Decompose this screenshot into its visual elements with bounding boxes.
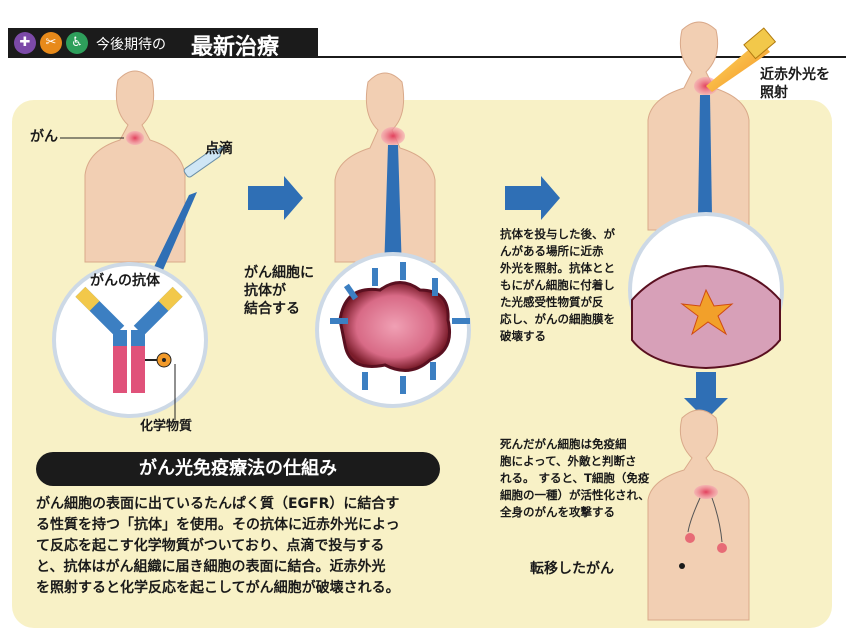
label-nir-line: 近赤外光を: [760, 67, 830, 83]
summary-line: がん細胞の表面に出ているたんぱく質（EGFR）に結合す: [36, 496, 400, 512]
summary-title: がん光免疫療法の仕組み: [36, 452, 440, 486]
metastasis-dot-3: [679, 563, 685, 569]
step4-line: 全身のがんを攻撃する: [500, 505, 615, 519]
metastasis-dot-2: [717, 543, 727, 553]
label-nir-line: 照射: [760, 85, 788, 101]
arrow-right-1: [248, 176, 303, 220]
summary-line: て反応を起こす化学物質がついており、点滴で投与する: [36, 538, 385, 554]
header-rule: [318, 56, 846, 58]
summary-line: と、抗体はがん組織に届き細胞の表面に結合。近赤外光: [36, 559, 386, 575]
summary-line: る性質を持つ「抗体」を使用。その抗体に近赤外光によっ: [36, 517, 400, 533]
label-antibody: がんの抗体: [90, 273, 160, 289]
label-binding: がん細胞に 抗体が 結合する: [244, 264, 314, 318]
step3-text: 抗体を投与した後、が んがある場所に近赤 外光を照射。抗体とと もにがん細胞に付…: [500, 226, 632, 345]
summary-text: がん細胞の表面に出ているたんぱく質（EGFR）に結合す る性質を持つ「抗体」を使…: [36, 494, 476, 599]
step3-line: 応し、がんの細胞膜を: [500, 312, 615, 326]
summary-line: を照射すると化学反応を起こしてがん細胞が破壊される。: [36, 580, 400, 596]
step4-line: 細胞の一種）が活性化され、: [500, 488, 650, 502]
label-metastasis: 転移したがん: [530, 561, 614, 577]
step4-line: 胞によって、外敵と判断さ: [500, 454, 637, 468]
tumor-neck-1: [126, 131, 144, 145]
arrow-right-2: [505, 176, 560, 220]
label-binding-line: 抗体が: [244, 283, 286, 299]
label-binding-line: 結合する: [244, 301, 300, 317]
label-cancer: がん: [30, 129, 58, 145]
step3-line: もにがん細胞に付着し: [500, 278, 615, 292]
header-subtitle: 今後期待の: [96, 37, 166, 53]
step3-line: 破壊する: [500, 329, 546, 343]
step3-line: た光感受性物質が反: [500, 295, 604, 309]
drip-icon: [183, 144, 227, 178]
cancer-cell: [338, 281, 451, 372]
body-figure-2: [334, 72, 436, 272]
nir-light-icon: [743, 27, 777, 60]
label-binding-line: がん細胞に: [244, 265, 314, 281]
arrow-down: [684, 372, 728, 420]
scissors-icon: ✂: [40, 32, 62, 54]
antibody-diagram: [75, 286, 183, 420]
label-chemical: 化学物質: [140, 419, 193, 434]
medicine-bag-icon: ✚: [14, 32, 36, 54]
burst-icon: [680, 288, 734, 336]
header-bar: ✚ ✂ ♿ 今後期待の 最新治療: [8, 28, 318, 60]
step4-text: 死んだがん細胞は免疫細 胞によって、外敵と判断さ れる。 すると、T細胞（免疫 …: [500, 436, 650, 521]
body-figure-3: [647, 21, 777, 231]
header-title: 最新治療: [191, 34, 280, 60]
label-drip: 点滴: [205, 141, 233, 157]
step3-line: 抗体を投与した後、が: [500, 227, 615, 241]
step4-line: れる。 すると、T細胞（免疫: [500, 471, 650, 485]
bound-antibodies: [330, 262, 470, 394]
metastasis-dot-1: [685, 533, 695, 543]
step4-line: 死んだがん細胞は免疫細: [500, 437, 627, 451]
wheelchair-icon: ♿: [66, 32, 88, 54]
step3-line: んがある場所に近赤: [500, 244, 604, 258]
step3-line: 外光を照射。抗体とと: [500, 261, 615, 275]
body-figure-4: [647, 409, 750, 621]
label-nir-light: 近赤外光を 照射: [760, 66, 830, 102]
